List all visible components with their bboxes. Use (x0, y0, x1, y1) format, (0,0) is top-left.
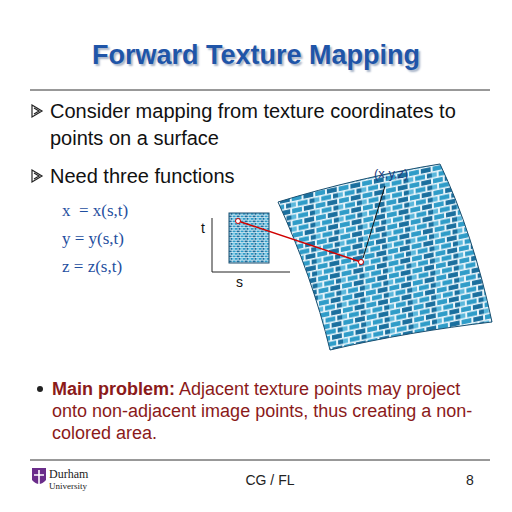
crest-cross (34, 470, 44, 484)
bullet-arrow (32, 105, 42, 117)
bullet-arrow (32, 170, 42, 182)
t-axis (212, 218, 213, 272)
axis-label: t (201, 220, 205, 236)
title-rule (30, 90, 490, 91)
footer-text: CG / FL (220, 472, 320, 488)
page-number: 8 (466, 472, 474, 488)
university-name: Durham (49, 467, 88, 482)
bullet-dot (37, 386, 43, 392)
equation: z = z(s,t) (62, 257, 122, 277)
university-crest (32, 468, 46, 484)
texture-point (236, 219, 241, 224)
slide-title: Forward Texture Mapping (0, 40, 512, 71)
bullet-text: Need three functions (50, 163, 235, 190)
bullet-text: Consider mapping from texture coordinate… (50, 98, 490, 152)
problem-note: Main problem: Adjacent texture points ma… (52, 378, 492, 444)
textured-surface (278, 164, 492, 350)
point-label: (x,y,z) (374, 166, 408, 181)
university-name: University (49, 481, 87, 491)
surface-point (359, 260, 364, 265)
axis-label: s (236, 274, 243, 290)
s-axis (212, 272, 290, 273)
equation: x = x(s,t) (62, 201, 128, 221)
leader-line (363, 186, 385, 258)
equation: y = y(s,t) (62, 229, 124, 249)
texture-image (229, 213, 269, 263)
mapping-line (238, 221, 361, 262)
problem-heading: Main problem: (52, 379, 175, 399)
footer-rule (30, 460, 490, 461)
